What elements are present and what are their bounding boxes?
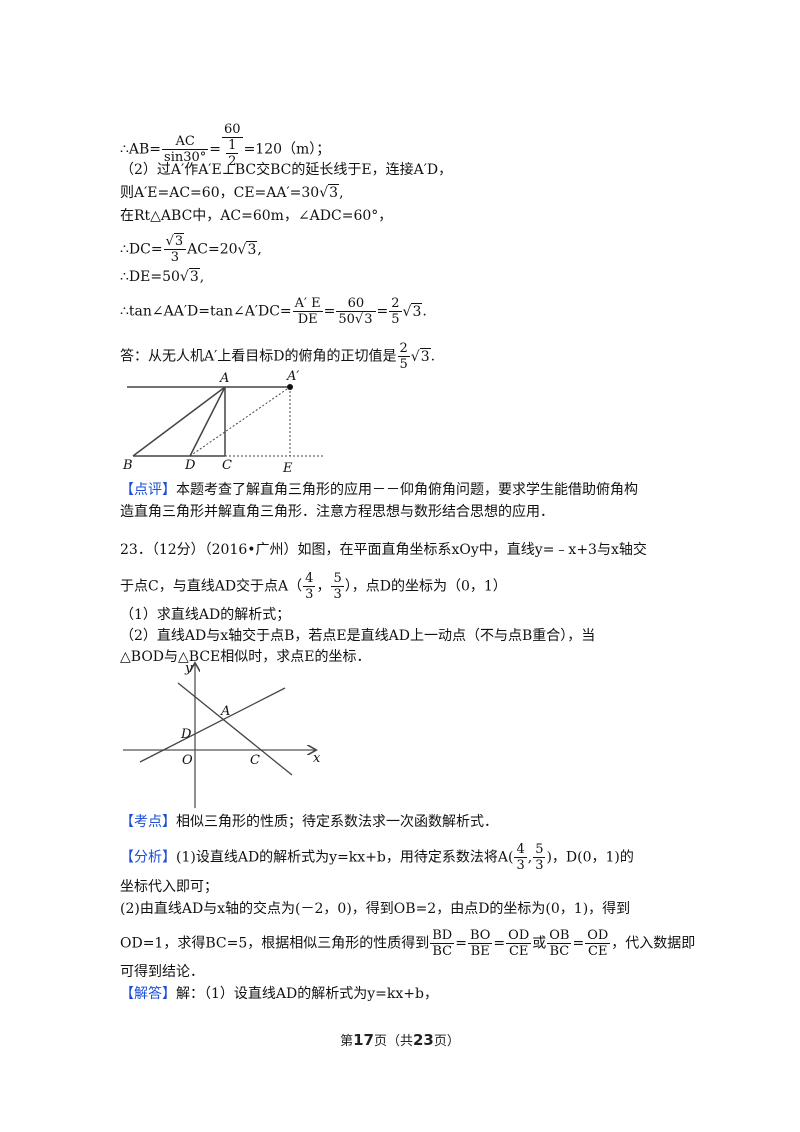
jieda-line: 【解答】解：（1）设直线AD的解析式为y=kx+b， <box>120 986 438 1002</box>
fenxi-line2: 坐标代入即可； <box>120 879 218 895</box>
svg-text:A′: A′ <box>286 370 299 384</box>
svg-text:x: x <box>313 751 321 766</box>
svg-text:C: C <box>250 753 260 768</box>
part2-line1: （2）过A′作A′E⊥BC交BC的延长线于E，连接A′D， <box>120 162 453 178</box>
svg-text:y: y <box>184 661 193 676</box>
fenxi-tag: 【分析】 <box>120 849 176 866</box>
figure-coordinate-plane: y x O D A C <box>123 661 321 808</box>
fenxi-line3: (2)由直线AD与x轴的交点为(－2，0)，得到OB=2，由点D的坐标为(0，1… <box>120 901 631 917</box>
total-pages: 23 <box>413 1031 434 1049</box>
comment-line1: 【点评】本题考查了解直角三角形的应用－－仰角俯角问题，要求学生能借助俯角构 <box>120 482 638 498</box>
svg-text:D: D <box>184 458 196 473</box>
sqrt-icon: √3 <box>319 184 340 201</box>
svg-text:E: E <box>282 461 293 475</box>
jieda-tag: 【解答】 <box>120 986 176 1002</box>
de-equation: ∴DE=50√3, <box>120 268 205 285</box>
q23-sub2-line1: （2）直线AD与x轴交于点B，若点E是直线AD上一动点（不与点B重合），当 <box>120 628 596 644</box>
q23-sub1: （1）求直线AD的解析式； <box>120 607 291 623</box>
drone-point-icon <box>287 384 293 390</box>
fenxi-line5: 可得到结论． <box>120 964 204 980</box>
current-page: 17 <box>353 1031 374 1049</box>
svg-text:O: O <box>182 753 193 768</box>
comment-line2: 造直角三角形并解直角三角形．注意方程思想与数形结合思想的应用． <box>120 504 554 520</box>
svg-text:D: D <box>180 727 192 742</box>
q23-line1: 23．（12分）（2016•广州）如图，在平面直角坐标系xOy中，直线y=﹣x+… <box>120 542 647 558</box>
page-footer: 第17页（共23页） <box>340 1031 460 1049</box>
svg-text:A: A <box>219 371 229 386</box>
part2-line3: 在Rt△ABC中，AC=60m，∠ADC=60°， <box>120 208 393 224</box>
ab-prefix: ∴AB= <box>120 141 162 158</box>
part2-line2: 则A′E=AC=60，CE=AA′=30√3, <box>120 184 344 201</box>
svg-text:B: B <box>122 458 133 473</box>
svg-text:C: C <box>222 458 232 473</box>
kaodian-tag: 【考点】 <box>120 814 176 830</box>
figure-drone-triangle: A A′ B D C E <box>122 370 325 475</box>
kaodian-line: 【考点】相似三角形的性质；待定系数法求一次函数解析式． <box>120 814 498 830</box>
comment-tag: 【点评】 <box>120 482 176 498</box>
q23-sub2-line2: △BOD与△BCE相似时，求点E的坐标． <box>120 649 371 665</box>
svg-text:A: A <box>220 704 230 719</box>
